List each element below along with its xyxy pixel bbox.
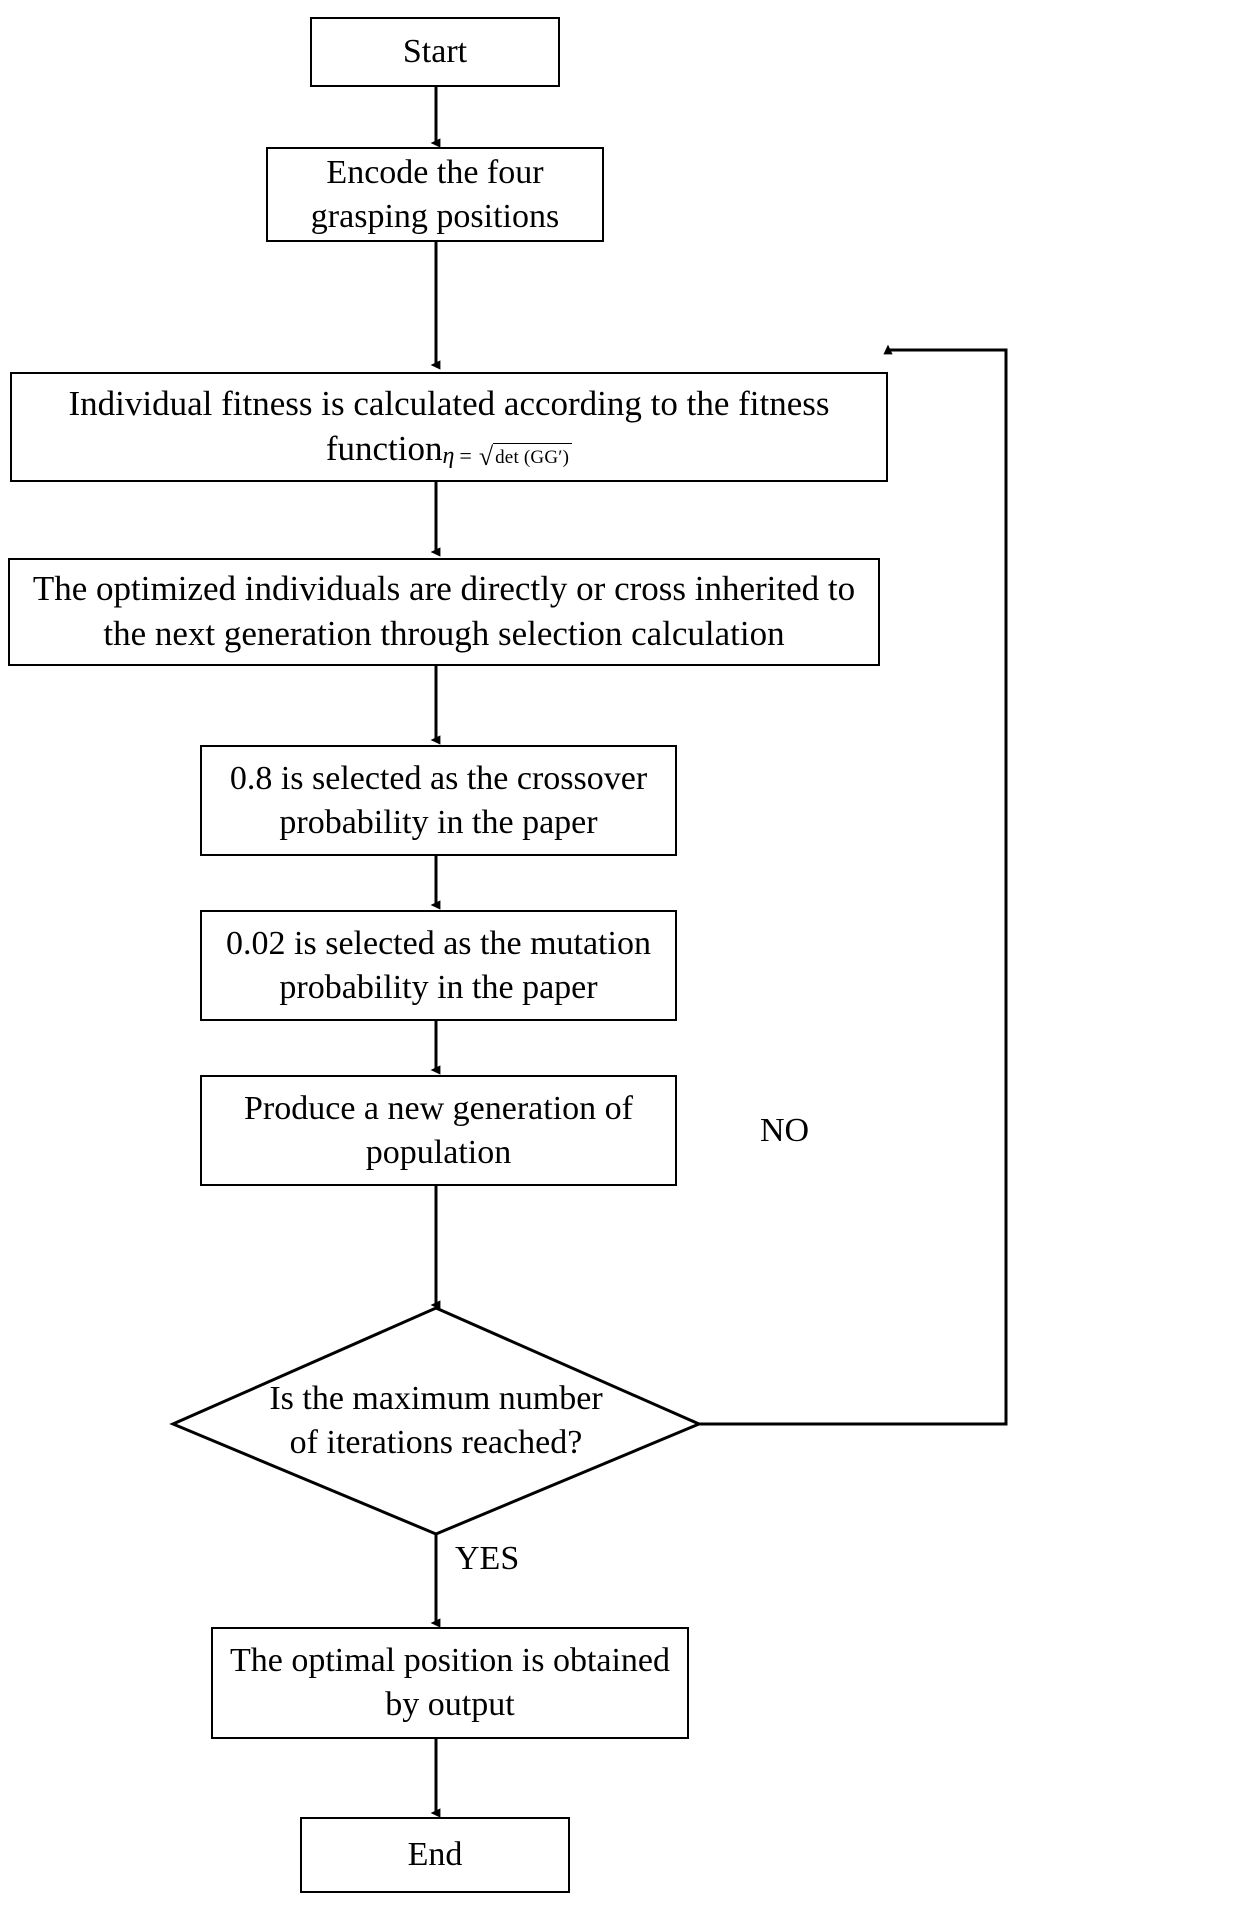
node-fitness[interactable]: Individual fitness is calculated accordi… [10, 372, 888, 482]
node-crossover[interactable]: 0.8 is selected as the crossover probabi… [200, 745, 677, 856]
radicand: det (GG′) [493, 443, 573, 470]
node-fitness-function-word: function [325, 429, 443, 468]
node-encode-label: Encode the four grasping positions [310, 153, 560, 235]
node-mutation[interactable]: 0.02 is selected as the mutation probabi… [200, 910, 677, 1021]
node-decision[interactable]: Is the maximum number of iterations reac… [169, 1305, 703, 1537]
node-end[interactable]: End [300, 1817, 570, 1893]
edge-decision-no-feedback [696, 344, 1008, 1426]
node-crossover-label: 0.8 is selected as the crossover probabi… [229, 759, 648, 841]
decision-diamond-shape [169, 1306, 703, 1536]
node-encode[interactable]: Encode the four grasping positions [266, 147, 604, 242]
node-produce-label: Produce a new generation of population [244, 1089, 633, 1171]
node-fitness-line1: Individual fitness is calculated accordi… [68, 384, 830, 424]
node-produce[interactable]: Produce a new generation of population [200, 1075, 677, 1186]
node-mutation-label: 0.02 is selected as the mutation probabi… [226, 924, 651, 1006]
node-optimal-label: The optimal position is obtained by outp… [229, 1642, 671, 1723]
fitness-formula: η=√det (GG′) [443, 441, 573, 472]
node-start-label: Start [402, 33, 468, 71]
node-selection-label: The optimized individuals are directly o… [32, 569, 856, 653]
node-start[interactable]: Start [310, 17, 560, 87]
node-end-label: End [407, 1836, 463, 1874]
formula-eta: η [442, 443, 455, 470]
formula-radical: √det (GG′) [477, 442, 573, 472]
edge-label-no: NO [760, 1112, 810, 1149]
node-optimal[interactable]: The optimal position is obtained by outp… [211, 1627, 689, 1739]
radical-sign: √ [478, 442, 494, 472]
node-selection[interactable]: The optimized individuals are directly o… [8, 558, 880, 666]
edge-label-yes: YES [455, 1540, 520, 1577]
formula-equals: = [459, 443, 472, 469]
node-fitness-line2: function η=√det (GG′) [325, 427, 573, 472]
